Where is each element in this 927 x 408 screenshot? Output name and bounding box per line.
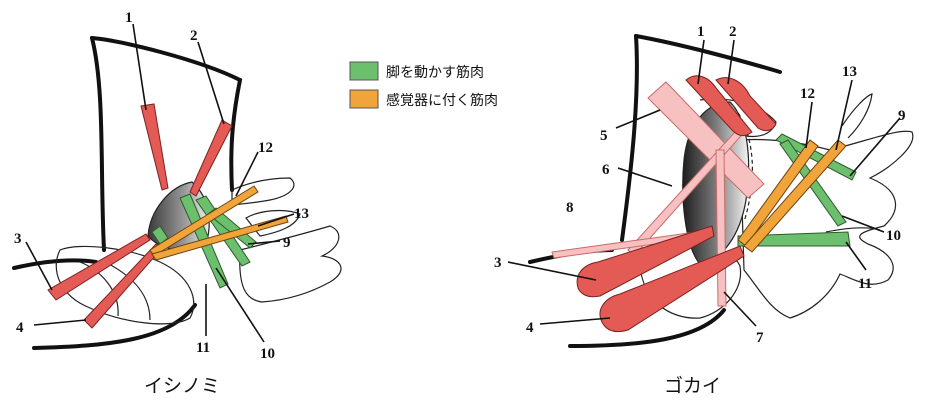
right-muscle-1 (685, 75, 753, 137)
left-label-4: 4 (16, 320, 24, 336)
left-body-frame (90, 36, 243, 192)
left-leader-2 (197, 41, 225, 125)
left-label-2: 2 (190, 28, 198, 44)
right-label-13: 13 (842, 64, 857, 80)
right-leader-10 (841, 215, 885, 233)
left-body-frame-left (12, 258, 98, 270)
left-muscle-13 (151, 215, 289, 261)
right-leader-12 (805, 101, 813, 149)
right-panel: 1 2 3 4 5 6 7 8 9 10 11 12 13 ゴカイ (494, 24, 914, 397)
right-muscle-3 (576, 225, 715, 298)
left-muscle-1 (140, 103, 169, 191)
right-label-7: 7 (756, 330, 764, 346)
legend-swatch-leg-muscle (349, 61, 379, 81)
legend-swatch-sensory-muscle (349, 89, 379, 109)
left-leader-4 (33, 319, 87, 326)
left-leader-9 (247, 240, 281, 245)
left-body-frame-inner (90, 36, 106, 252)
left-label-3: 3 (14, 231, 22, 247)
left-leg-stripe-1 (79, 261, 119, 317)
right-label-11: 11 (858, 276, 872, 292)
left-leader-13 (257, 213, 295, 227)
left-body-frame-bottom (32, 303, 197, 350)
right-parapodium-outline (739, 130, 914, 319)
right-label-5: 5 (600, 128, 608, 144)
right-leader-13 (835, 79, 853, 151)
left-foot-outline (239, 225, 342, 303)
right-leader-3 (507, 261, 597, 281)
legend-label-leg-muscle: 脚を動かす筋肉 (386, 64, 484, 81)
right-leader-11 (845, 241, 867, 271)
right-muscle-4 (599, 245, 745, 333)
left-upper-limb-outline (231, 177, 295, 206)
right-muscle-13 (743, 139, 847, 253)
left-label-9: 9 (283, 235, 291, 251)
left-panel: 1 2 3 4 9 10 11 12 13 イシノミ (12, 10, 342, 397)
right-body-frame-left (620, 34, 639, 242)
left-label-12: 12 (258, 140, 273, 156)
left-label-10: 10 (260, 346, 275, 362)
right-label-2: 2 (729, 24, 737, 40)
left-leader-3 (25, 241, 53, 291)
right-label-1: 1 (697, 24, 705, 40)
legend: 脚を動かす筋肉 感覚器に付く筋肉 (349, 61, 498, 109)
right-label-9: 9 (898, 108, 906, 124)
right-muscle-7 (715, 149, 727, 307)
right-coxa-dashed (729, 101, 753, 223)
right-label-10: 10 (886, 228, 901, 244)
legend-label-sensory-muscle: 感覚器に付く筋肉 (386, 92, 498, 109)
left-leader-1 (132, 23, 147, 111)
left-leader-12 (235, 151, 259, 197)
left-muscle-3 (47, 233, 151, 301)
right-caption: ゴカイ (664, 375, 721, 397)
right-body-frame-bottom (568, 308, 726, 348)
right-label-12: 12 (800, 86, 815, 102)
left-label-1: 1 (125, 10, 133, 26)
right-label-8: 8 (566, 200, 574, 216)
right-label-4: 4 (526, 320, 534, 336)
right-tip-outline-1 (841, 93, 873, 139)
left-leader-10 (215, 267, 265, 343)
right-label-3: 3 (494, 255, 502, 271)
left-joint-outline (245, 209, 301, 237)
left-muscle-2 (189, 119, 233, 197)
right-leader-4 (539, 317, 611, 325)
left-label-13: 13 (294, 206, 309, 222)
right-leader-7 (723, 291, 757, 327)
right-body-frame-top (634, 34, 782, 74)
right-muscle-12 (737, 139, 819, 247)
right-leader-6 (617, 167, 673, 187)
right-label-6: 6 (602, 162, 610, 178)
left-label-11: 11 (196, 340, 210, 356)
left-caption: イシノミ (144, 375, 220, 397)
right-leader-9 (849, 117, 901, 177)
right-leader-1 (697, 39, 705, 85)
right-leader-2 (727, 39, 735, 85)
right-leader-5 (615, 109, 661, 129)
left-muscle-small (151, 225, 169, 245)
